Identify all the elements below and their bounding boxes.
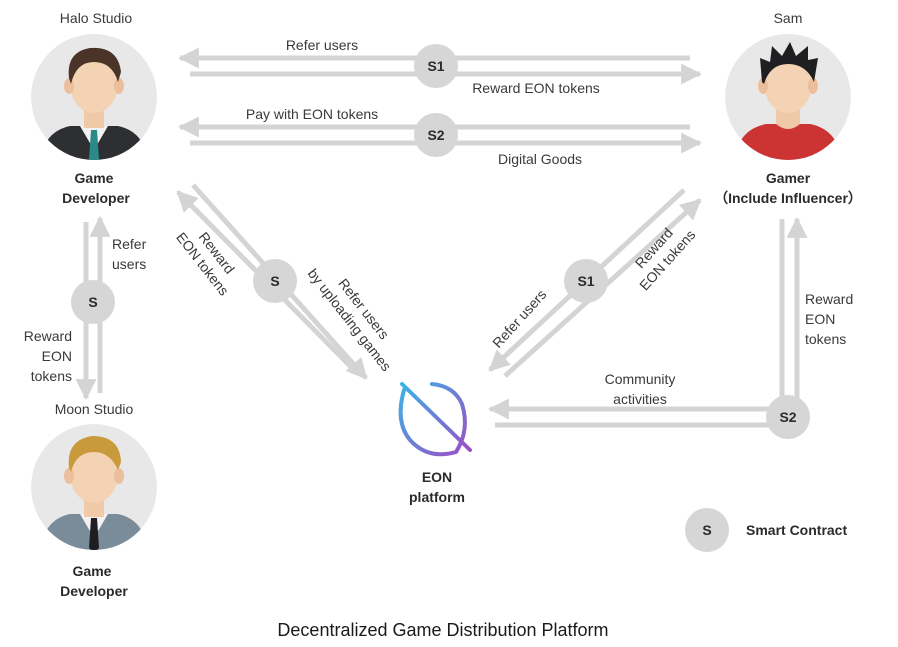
svg-text:S2: S2 xyxy=(427,127,444,143)
node-eon-platform: EON platform xyxy=(398,382,472,505)
label-halo-moon-reward-1: Reward xyxy=(24,328,72,344)
label-community-2: activities xyxy=(613,391,667,407)
developer-avatar-icon xyxy=(31,424,157,550)
legend-symbol: S xyxy=(702,522,711,538)
sam-name: Sam xyxy=(774,10,803,26)
label-sam-reward-2: EON xyxy=(805,311,835,327)
label-halo-moon-reward-3: tokens xyxy=(31,368,72,384)
label-digital-goods: Digital Goods xyxy=(498,151,582,167)
contract-s2-community: S2 xyxy=(766,395,810,439)
legend-label: Smart Contract xyxy=(746,522,847,538)
eon-logo-icon xyxy=(398,382,472,457)
svg-text:S2: S2 xyxy=(779,409,796,425)
contract-s-diagonal: S xyxy=(253,259,297,303)
halo-studio-name: Halo Studio xyxy=(60,10,133,26)
label-sam-reward-1: Reward xyxy=(805,291,853,307)
node-moon-studio: Moon Studio Game Developer xyxy=(31,401,157,599)
node-halo-studio: Halo Studio Game Developer xyxy=(31,10,157,206)
node-sam: Sam Gamer （Include Influencer） xyxy=(714,10,862,206)
label-community-1: Community xyxy=(605,371,676,387)
svg-text:S1: S1 xyxy=(577,273,594,289)
contract-s1-diagonal: S1 xyxy=(564,259,608,303)
sam-role-line1: Gamer xyxy=(766,170,811,186)
svg-text:S1: S1 xyxy=(427,58,444,74)
svg-text:S: S xyxy=(270,273,279,289)
label-halo-moon-refer-1: Refer xyxy=(112,236,147,252)
developer-avatar-icon xyxy=(31,34,157,160)
contract-s2-top: S2 xyxy=(414,113,458,157)
halo-role-line1: Game xyxy=(75,170,114,186)
contract-s-left: S xyxy=(71,280,115,324)
moon-role-line1: Game xyxy=(73,563,112,579)
label-refer-users-top: Refer users xyxy=(286,37,358,53)
gamer-avatar-icon xyxy=(725,34,851,160)
label-pay-with-eon: Pay with EON tokens xyxy=(246,106,378,122)
halo-role-line2: Developer xyxy=(62,190,130,206)
moon-studio-name: Moon Studio xyxy=(55,401,134,417)
eon-line2: platform xyxy=(409,489,465,505)
legend: S Smart Contract xyxy=(685,508,847,552)
eon-line1: EON xyxy=(422,469,452,485)
diagram-caption: Decentralized Game Distribution Platform xyxy=(277,620,608,640)
label-sam-reward-3: tokens xyxy=(805,331,846,347)
svg-text:S: S xyxy=(88,294,97,310)
label-halo-moon-reward-2: EON xyxy=(42,348,72,364)
label-halo-moon-refer-2: users xyxy=(112,256,146,272)
sam-role-line2: （Include Influencer） xyxy=(714,190,862,206)
contract-s1-top: S1 xyxy=(414,44,458,88)
label-reward-eon-top: Reward EON tokens xyxy=(472,80,600,96)
moon-role-line2: Developer xyxy=(60,583,128,599)
